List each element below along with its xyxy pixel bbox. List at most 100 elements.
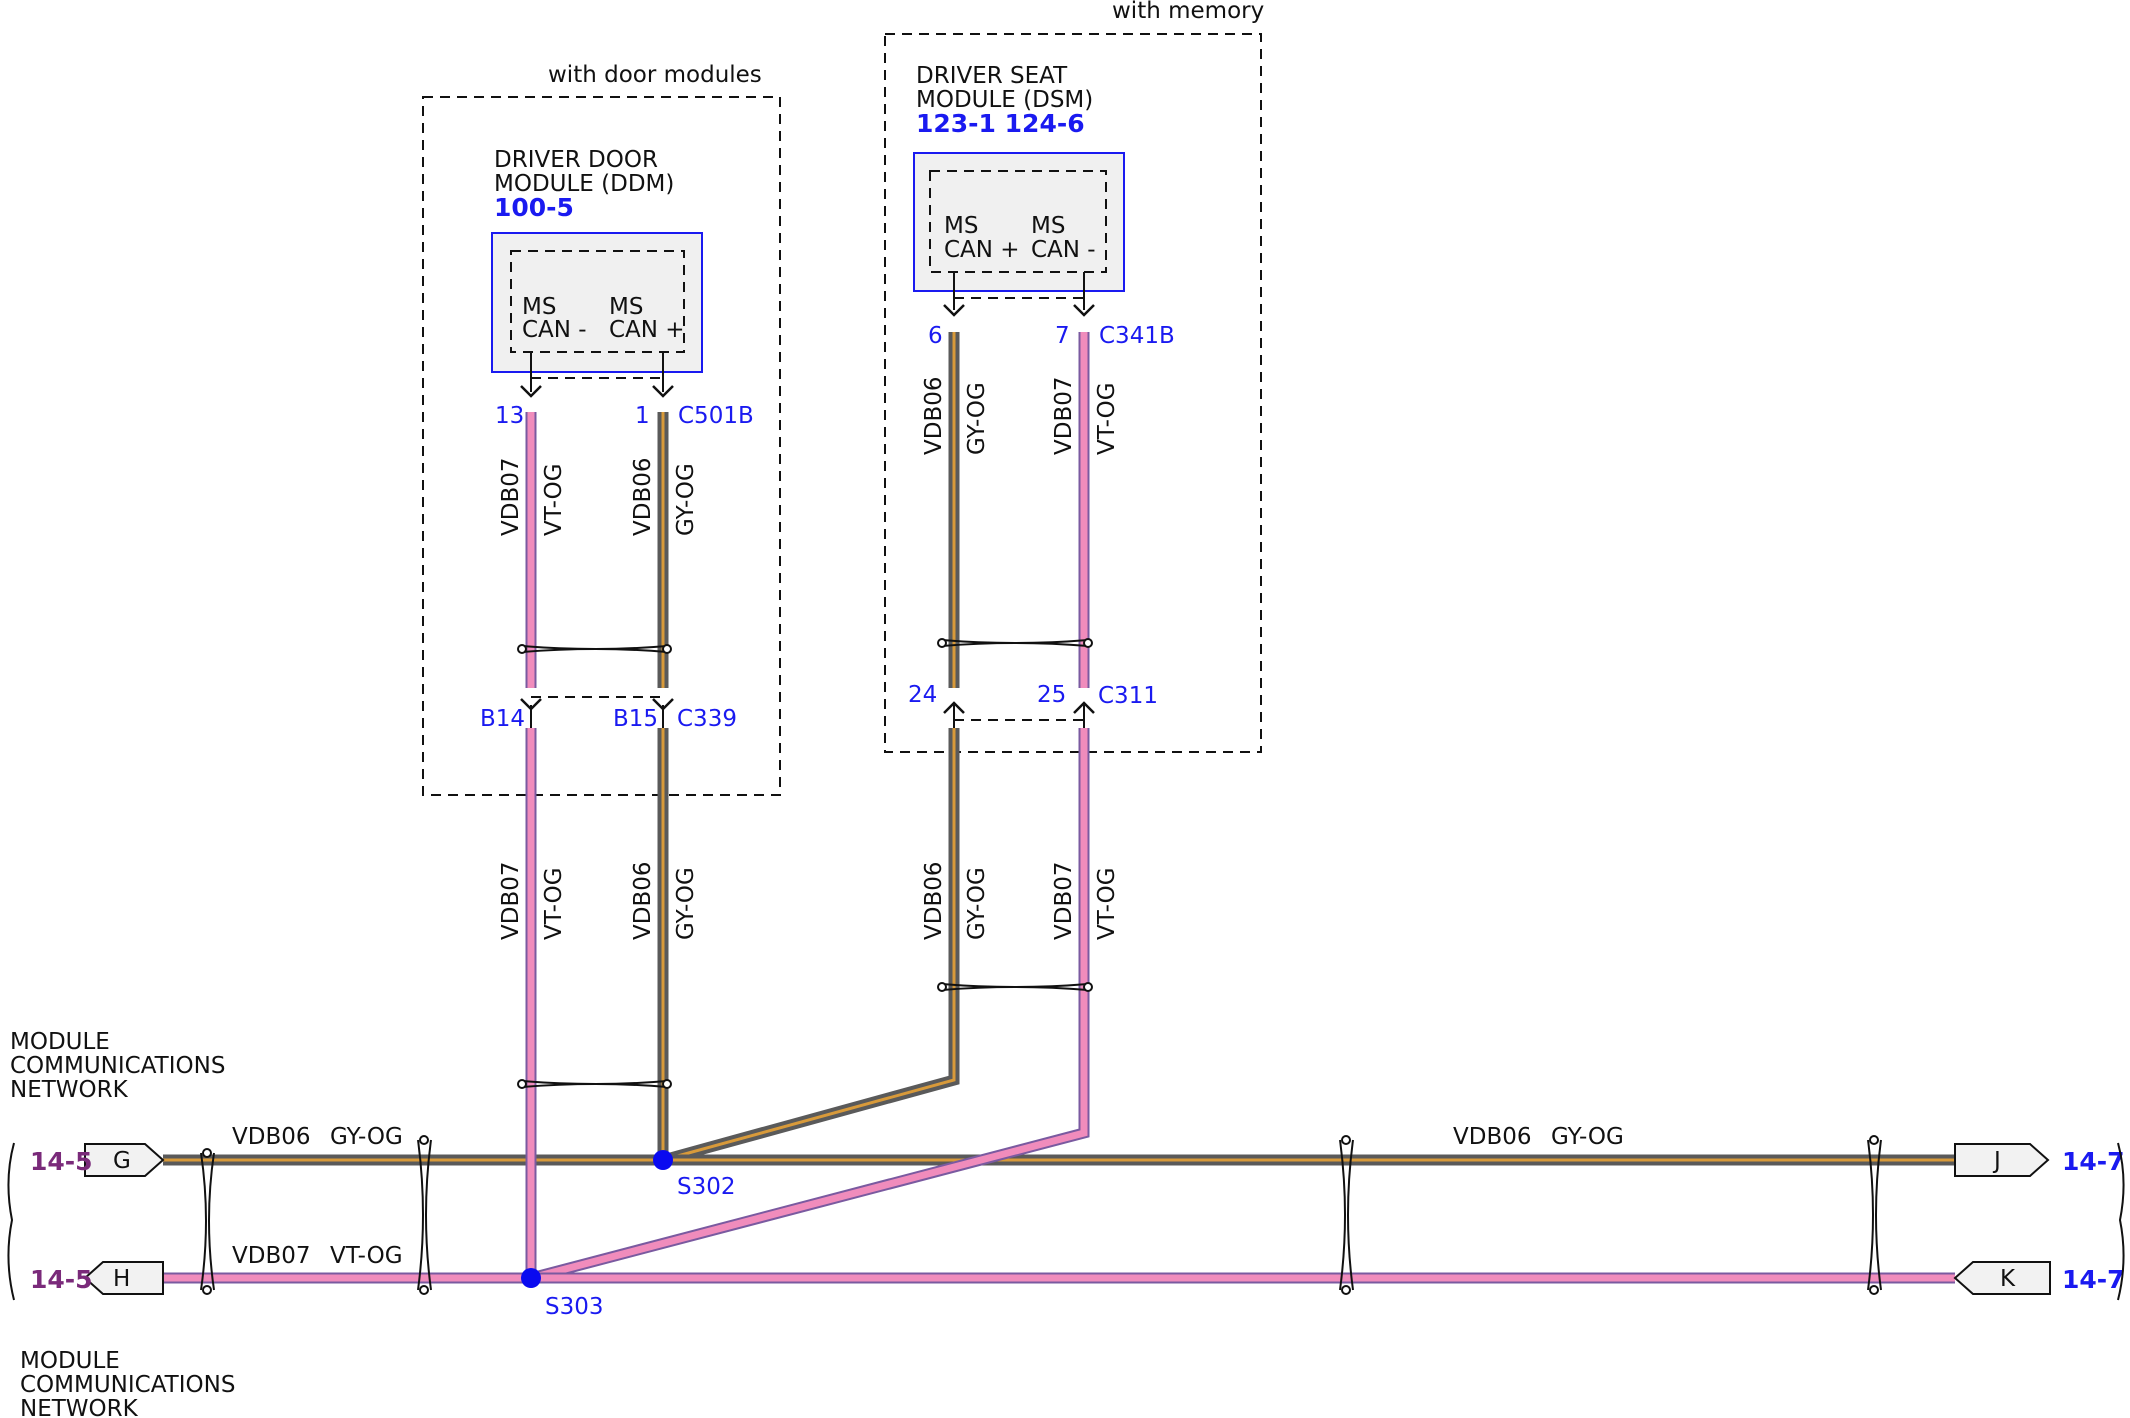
dsm-pin7: 7 bbox=[1055, 323, 1070, 349]
dsm-connector-c341b[interactable]: C341B bbox=[1099, 323, 1175, 349]
dsm-module-box bbox=[913, 152, 1125, 292]
wire-labels-dsm-lower: VDB06 GY-OG VDB07 VT-OG bbox=[921, 862, 1120, 941]
bus-gy-color-left: GY-OG bbox=[330, 1124, 403, 1150]
twist-bus-2 bbox=[417, 1135, 432, 1295]
ddm-connector-c501b[interactable]: C501B bbox=[678, 403, 754, 429]
c311-24-arrow bbox=[943, 701, 965, 714]
dsm-vt-circuit-lower: VDB07 bbox=[1051, 862, 1077, 941]
ref-left-top[interactable]: 14-5 bbox=[30, 1147, 93, 1176]
connector-h[interactable]: H bbox=[83, 1261, 164, 1295]
svg-text:COMMUNICATIONS: COMMUNICATIONS bbox=[10, 1053, 225, 1079]
ddm-gy-color-upper: GY-OG bbox=[673, 463, 699, 536]
ddm-pin-right-a: MS bbox=[609, 294, 643, 320]
dsm-gy-circuit-lower: VDB06 bbox=[921, 862, 947, 941]
ddm-pin-left-a: MS bbox=[522, 294, 556, 320]
ddm-pin1-arrow bbox=[652, 385, 674, 398]
connector-k-label: K bbox=[2000, 1266, 2016, 1292]
c311-pin-25: 25 bbox=[1037, 682, 1066, 708]
bus-vt-circuit-left: VDB07 bbox=[232, 1243, 311, 1269]
connector-c311[interactable]: C311 bbox=[1098, 683, 1158, 709]
dsm-pin6-arrow bbox=[943, 304, 965, 317]
splice-s303-label: S303 bbox=[545, 1294, 604, 1320]
ddm-gy-color-lower: GY-OG bbox=[673, 867, 699, 940]
ddm-gy-circuit-lower: VDB06 bbox=[630, 862, 656, 941]
svg-text:NETWORK: NETWORK bbox=[10, 1077, 129, 1103]
ddm-vt-circuit-lower: VDB07 bbox=[498, 862, 524, 941]
wire-labels-ddm-lower: VDB07 VT-OG VDB06 GY-OG bbox=[498, 862, 699, 941]
dsm-name-line2: MODULE (DSM) bbox=[916, 87, 1093, 113]
twist-bus-3 bbox=[1339, 1135, 1354, 1295]
c311-25-arrow bbox=[1073, 701, 1095, 714]
brace-right bbox=[2117, 1142, 2125, 1301]
ddm-pin13-arrow bbox=[520, 385, 542, 398]
splice-s302[interactable] bbox=[653, 1150, 673, 1170]
ddm-vt-color-upper: VT-OG bbox=[541, 463, 567, 536]
memory-region bbox=[884, 33, 1262, 753]
ddm-pin-left-b: CAN - bbox=[522, 317, 587, 343]
dsm-pin-left-b: CAN + bbox=[944, 237, 1020, 263]
memory-region-label: with memory bbox=[1112, 0, 1264, 24]
svg-text:MODULE: MODULE bbox=[20, 1348, 120, 1374]
dsm-gy-color-upper: GY-OG bbox=[964, 382, 990, 455]
svg-text:MODULE: MODULE bbox=[10, 1029, 110, 1055]
ddm-gy-circuit-upper: VDB06 bbox=[630, 458, 656, 537]
connector-g-label: G bbox=[113, 1148, 131, 1174]
driver-seat-module[interactable]: DRIVER SEAT MODULE (DSM) 123-1 124-6 MS … bbox=[913, 63, 1125, 292]
bus-vt-color-left: VT-OG bbox=[330, 1243, 403, 1269]
network-title-bottom: MODULE COMMUNICATIONS NETWORK bbox=[20, 1348, 235, 1418]
ddm-ref[interactable]: 100-5 bbox=[494, 193, 574, 222]
ddm-name-line1: DRIVER DOOR bbox=[494, 147, 658, 173]
door-modules-region bbox=[422, 96, 781, 796]
dsm-ref[interactable]: 123-1 124-6 bbox=[916, 109, 1085, 138]
connector-g[interactable]: G bbox=[84, 1143, 165, 1177]
gy-og-wires[interactable] bbox=[163, 332, 1955, 1166]
ddm-internal-box bbox=[510, 250, 685, 353]
c311-pin-24: 24 bbox=[908, 682, 937, 708]
twist-ddm-upper bbox=[517, 644, 672, 654]
dsm-internal-box bbox=[929, 170, 1107, 273]
twist-dsm-lower bbox=[937, 982, 1093, 992]
dsm-pin6: 6 bbox=[928, 323, 943, 349]
dsm-vt-circuit-upper: VDB07 bbox=[1051, 377, 1077, 456]
ddm-pin13: 13 bbox=[495, 403, 524, 429]
bus-gy-circuit-right: VDB06 bbox=[1453, 1124, 1532, 1150]
dsm-vt-color-upper: VT-OG bbox=[1094, 382, 1120, 455]
connector-c339[interactable]: C339 bbox=[677, 706, 737, 732]
twist-bus-4 bbox=[1867, 1135, 1882, 1295]
vt-og-wires[interactable] bbox=[163, 332, 1955, 1284]
dsm-gy-color-lower: GY-OG bbox=[964, 867, 990, 940]
splice-s302-label: S302 bbox=[677, 1174, 736, 1200]
c339-pin-b15: B15 bbox=[613, 706, 658, 732]
splice-s303[interactable] bbox=[521, 1268, 541, 1288]
door-modules-region-label: with door modules bbox=[548, 62, 762, 88]
ddm-pin-right-b: CAN + bbox=[609, 317, 685, 343]
ddm-name-line2: MODULE (DDM) bbox=[494, 171, 674, 197]
c339-pin-b14: B14 bbox=[480, 706, 525, 732]
brace-left bbox=[7, 1142, 15, 1301]
ddm-pin1: 1 bbox=[635, 403, 650, 429]
ref-left-bottom[interactable]: 14-5 bbox=[30, 1265, 93, 1294]
ddm-vt-color-lower: VT-OG bbox=[541, 867, 567, 940]
connector-h-label: H bbox=[113, 1266, 130, 1292]
bus-gy-circuit-left: VDB06 bbox=[232, 1124, 311, 1150]
ref-right-top[interactable]: 14-7 bbox=[2062, 1147, 2125, 1176]
dsm-pin-left-a: MS bbox=[944, 213, 978, 239]
svg-text:NETWORK: NETWORK bbox=[20, 1396, 139, 1418]
driver-door-module[interactable]: DRIVER DOOR MODULE (DDM) 100-5 MS CAN - … bbox=[491, 147, 703, 373]
wire-labels-ddm-upper: VDB07 VT-OG VDB06 GY-OG bbox=[498, 458, 699, 537]
dsm-pin-right-b: CAN - bbox=[1031, 237, 1096, 263]
svg-text:COMMUNICATIONS: COMMUNICATIONS bbox=[20, 1372, 235, 1398]
dsm-vt-color-lower: VT-OG bbox=[1094, 867, 1120, 940]
ddm-module-box bbox=[491, 232, 703, 373]
dsm-pin-right-a: MS bbox=[1031, 213, 1065, 239]
twist-dsm-upper bbox=[937, 638, 1093, 648]
connector-j[interactable]: J bbox=[1954, 1143, 2050, 1177]
ref-right-bottom[interactable]: 14-7 bbox=[2062, 1265, 2125, 1294]
connector-k[interactable]: K bbox=[1953, 1261, 2051, 1295]
twist-ddm-lower bbox=[517, 1079, 672, 1089]
connector-j-label: J bbox=[1992, 1148, 2001, 1174]
wire-labels-dsm-upper: VDB06 GY-OG VDB07 VT-OG bbox=[921, 377, 1120, 456]
dsm-pin7-arrow bbox=[1073, 304, 1095, 317]
dsm-name-line1: DRIVER SEAT bbox=[916, 63, 1068, 89]
